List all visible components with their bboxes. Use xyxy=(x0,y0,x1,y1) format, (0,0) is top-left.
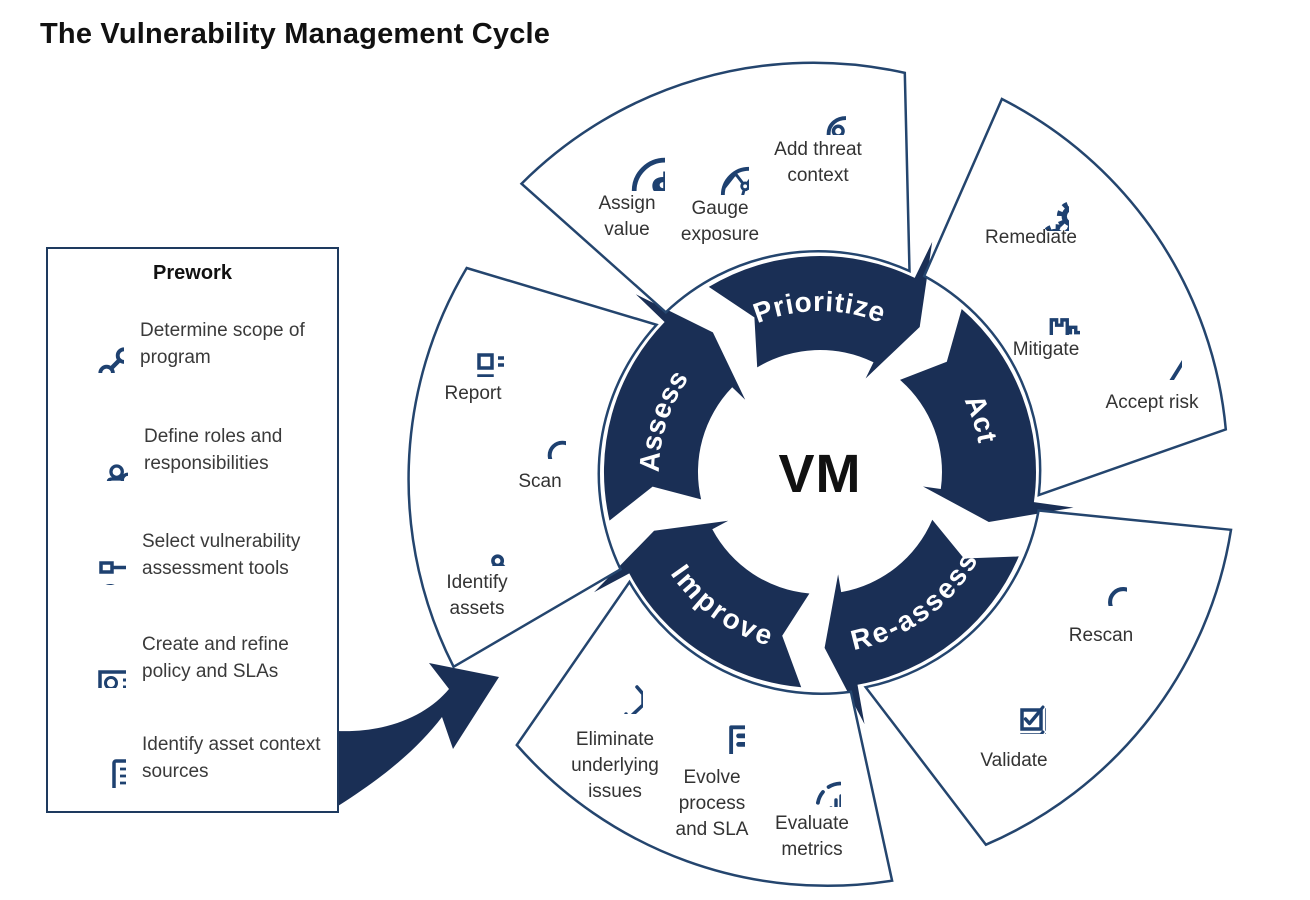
cycle-band-segment xyxy=(603,294,746,521)
cycle-band-segment xyxy=(824,519,1019,725)
doc-check-icon xyxy=(681,690,745,754)
prework-item: Create and refine policy and SLAs xyxy=(66,615,328,701)
activity-label: Mitigate xyxy=(1012,339,1080,360)
activity-label: Evaluate metrics xyxy=(775,813,849,860)
activity-label: Scan xyxy=(518,471,562,492)
cycle-band-segment xyxy=(900,309,1074,522)
stage-petal xyxy=(515,579,894,888)
prework-item-label: Select vulnerability assessment tools xyxy=(142,531,301,579)
checkboxes-icon xyxy=(986,674,1046,734)
activity-label: Accept risk xyxy=(1105,392,1199,413)
report-icon xyxy=(444,317,504,377)
activity-label: Evolve process and SLA xyxy=(675,767,749,840)
activity-label: Gauge exposure xyxy=(680,198,760,245)
stage-petal xyxy=(407,266,659,669)
center-vm-label: VM xyxy=(779,444,862,504)
stage-petal xyxy=(922,97,1228,497)
activity-label: Assign value xyxy=(598,193,656,240)
tools-icon xyxy=(66,525,126,585)
cycle-band-segment xyxy=(708,241,933,379)
metrics-icon xyxy=(781,747,841,807)
prework-title: Prework xyxy=(153,262,232,284)
prework-item-label: Create and refine policy and SLAs xyxy=(142,634,289,682)
prework-item: Determine scope of program xyxy=(66,301,328,387)
prework-item: Define roles and responsibilities xyxy=(66,407,328,493)
activity-label: Identify assets xyxy=(446,572,508,619)
stage-petal xyxy=(519,61,911,314)
prework-item-label: Identify asset context sources xyxy=(142,734,321,782)
cycle-band-segment xyxy=(594,520,810,688)
activity-label: Rescan xyxy=(1068,625,1134,646)
activity-label: Add threat context xyxy=(774,139,862,186)
activity-label: Report xyxy=(444,383,502,404)
nodes-icon xyxy=(448,504,510,566)
server-icon xyxy=(66,728,126,788)
prework-item-label: Define roles and responsibilities xyxy=(144,426,283,474)
policy-icon xyxy=(66,628,126,688)
people-icon xyxy=(66,419,128,481)
prework-item-label: Determine scope of program xyxy=(140,320,305,368)
gears-icon xyxy=(993,155,1069,231)
castle-icon xyxy=(1012,275,1080,335)
prework-item: Identify asset context sources xyxy=(66,715,328,801)
network-icon xyxy=(66,315,124,373)
activity-label: Eliminate underlying issues xyxy=(571,729,659,802)
page-title: The Vulnerability Management Cycle xyxy=(40,18,551,50)
magnifier-icon xyxy=(510,403,566,459)
branch-icon xyxy=(583,654,643,714)
activity-label: Validate xyxy=(980,750,1048,771)
stage-petal xyxy=(863,509,1233,847)
prework-item: Select vulnerability assessment tools xyxy=(66,512,328,598)
prework-box: Prework Determine scope of program Defin… xyxy=(46,247,339,813)
magnifier-icon xyxy=(1069,548,1127,606)
lightning-icon xyxy=(1130,320,1182,380)
skull-icon xyxy=(788,77,846,135)
prework-to-cycle-arrow xyxy=(337,663,499,806)
globe-icon xyxy=(687,133,749,195)
dollar-icon xyxy=(591,117,665,191)
activity-label: Remediate xyxy=(985,227,1077,248)
